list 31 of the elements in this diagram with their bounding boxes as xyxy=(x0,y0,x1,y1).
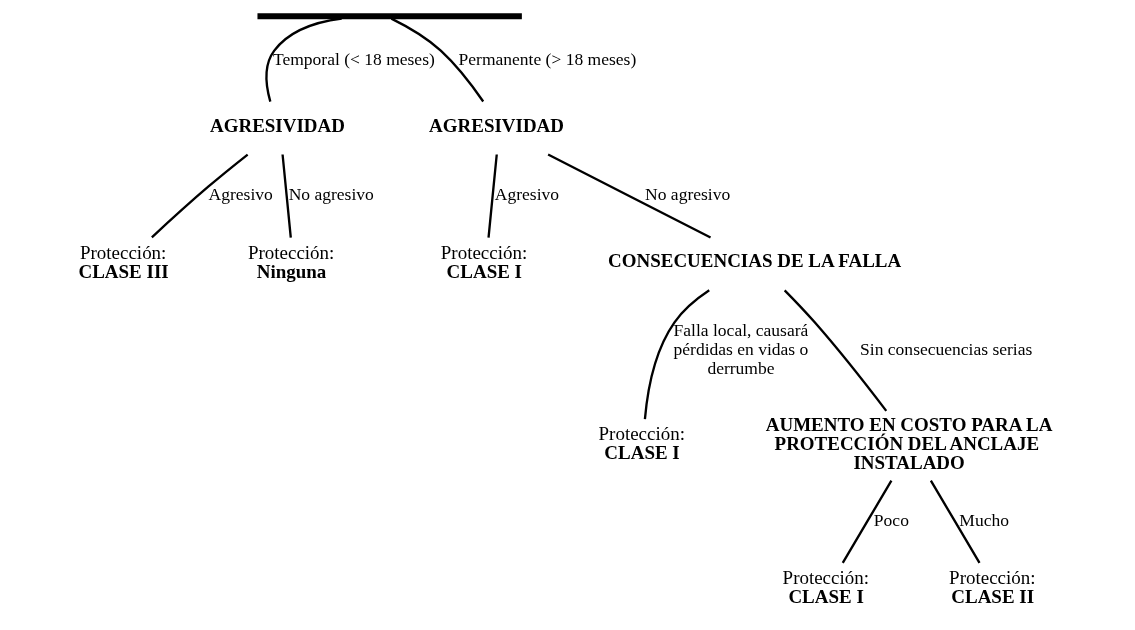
connector xyxy=(643,289,710,420)
connector xyxy=(265,17,342,102)
connector xyxy=(390,17,485,103)
node-text: AGRESIVIDAD xyxy=(209,114,345,136)
connector xyxy=(547,153,712,239)
node-text: Protección: CLASE III xyxy=(78,241,169,282)
node-bar xyxy=(257,13,522,20)
node-text: AGRESIVIDAD xyxy=(429,114,565,136)
connector xyxy=(281,154,292,238)
connector xyxy=(929,480,981,564)
edge-label: No agresivo xyxy=(288,184,374,205)
node-text: AUMENTO EN COSTO PARA LA PROTECCIÓN DEL ANCLAJE INSTALADO xyxy=(765,413,1053,473)
edge-label: Agresivo xyxy=(208,184,273,205)
connector xyxy=(841,480,893,564)
connector xyxy=(487,154,498,238)
node-text: Protección: CLASE I xyxy=(440,241,528,282)
connector xyxy=(151,153,249,239)
edge-label: Mucho xyxy=(959,510,1009,531)
edge-label: No agresivo xyxy=(645,184,731,205)
edge-label: Temporal (< 18 meses) xyxy=(272,48,435,69)
edge-label: Sin consecuencias serias xyxy=(860,339,1033,360)
edge-label: Permanente (> 18 meses) xyxy=(458,48,637,69)
node-text: Protección: Ninguna xyxy=(247,241,335,282)
node-text: Protección: CLASE I xyxy=(782,567,869,608)
edge-label: Falla local, causará pérdidas en vidas o derrumbe xyxy=(673,320,809,379)
node-text: Protección: CLASE II xyxy=(949,567,1036,608)
node-text: Protección: CLASE I xyxy=(598,423,685,464)
edge-label: Poco xyxy=(873,510,909,531)
edge-label: Agresivo xyxy=(494,184,560,205)
connector xyxy=(783,289,888,412)
node-text: CONSECUENCIAS DE LA FALLA xyxy=(608,250,902,272)
